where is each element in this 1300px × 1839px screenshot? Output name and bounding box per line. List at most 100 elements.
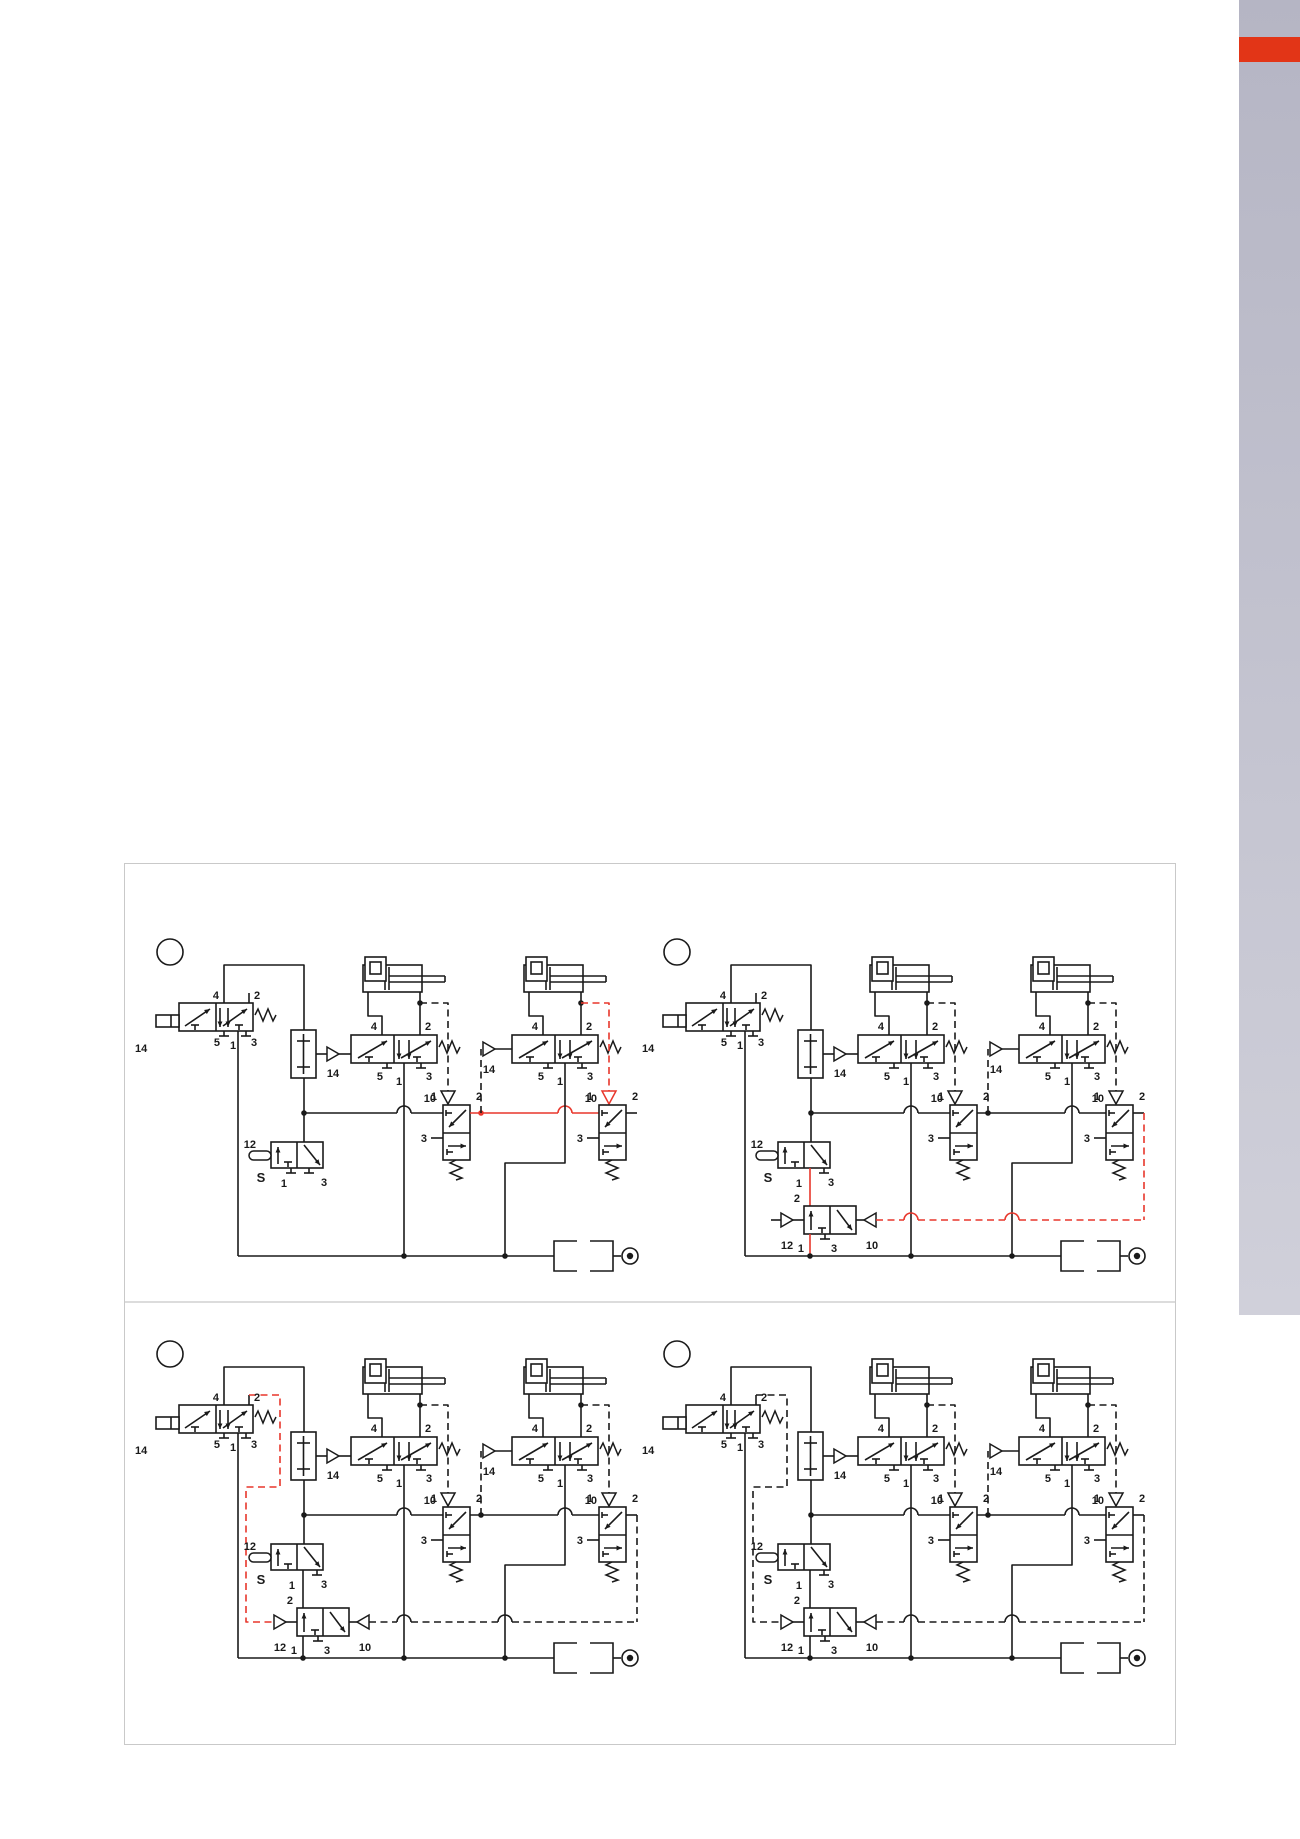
svg-text:1: 1: [798, 1243, 804, 1255]
svg-text:5: 5: [884, 1473, 890, 1485]
svg-text:3: 3: [426, 1071, 432, 1083]
svg-text:S: S: [764, 1170, 773, 1185]
svg-text:3: 3: [828, 1579, 834, 1591]
svg-text:12: 12: [751, 1541, 763, 1553]
svg-text:1: 1: [396, 1076, 402, 1088]
svg-text:1: 1: [938, 1493, 944, 1505]
svg-text:2: 2: [586, 1423, 592, 1435]
svg-text:3: 3: [828, 1177, 834, 1189]
svg-text:2: 2: [794, 1193, 800, 1205]
svg-text:2: 2: [794, 1595, 800, 1607]
panel-divider-line: [125, 1301, 1175, 1303]
svg-text:12: 12: [244, 1541, 256, 1553]
svg-text:5: 5: [1045, 1071, 1051, 1083]
svg-text:3: 3: [928, 1133, 934, 1145]
svg-text:3: 3: [324, 1645, 330, 1657]
svg-text:4: 4: [371, 1423, 378, 1435]
svg-text:4: 4: [1039, 1423, 1046, 1435]
svg-text:1: 1: [431, 1493, 437, 1505]
svg-text:3: 3: [831, 1243, 837, 1255]
svg-text:2: 2: [254, 990, 260, 1002]
svg-text:2: 2: [983, 1091, 989, 1103]
option-circle: [156, 1340, 184, 1368]
svg-text:12: 12: [244, 1139, 256, 1151]
svg-text:S: S: [257, 1170, 266, 1185]
svg-text:3: 3: [577, 1133, 583, 1145]
svg-text:1: 1: [737, 1442, 743, 1454]
svg-text:5: 5: [214, 1037, 220, 1049]
svg-text:1: 1: [1094, 1091, 1100, 1103]
svg-text:3: 3: [933, 1473, 939, 1485]
svg-text:14: 14: [483, 1466, 496, 1478]
svg-text:10: 10: [931, 1093, 943, 1105]
svg-text:1: 1: [396, 1478, 402, 1490]
svg-text:2: 2: [932, 1021, 938, 1033]
svg-text:S: S: [764, 1572, 773, 1587]
svg-text:3: 3: [321, 1177, 327, 1189]
svg-text:3: 3: [251, 1037, 257, 1049]
svg-text:4: 4: [878, 1423, 885, 1435]
svg-text:1: 1: [903, 1076, 909, 1088]
svg-text:10: 10: [585, 1093, 597, 1105]
svg-text:14: 14: [990, 1064, 1003, 1076]
svg-text:5: 5: [377, 1473, 383, 1485]
svg-text:2: 2: [1093, 1021, 1099, 1033]
svg-text:1: 1: [557, 1076, 563, 1088]
svg-text:4: 4: [213, 990, 220, 1002]
svg-text:4: 4: [720, 1392, 727, 1404]
svg-text:3: 3: [587, 1071, 593, 1083]
svg-text:5: 5: [884, 1071, 890, 1083]
svg-text:5: 5: [214, 1439, 220, 1451]
svg-text:2: 2: [1139, 1493, 1145, 1505]
svg-text:1: 1: [737, 1040, 743, 1052]
svg-text:5: 5: [721, 1037, 727, 1049]
svg-text:1: 1: [1094, 1493, 1100, 1505]
svg-text:4: 4: [532, 1423, 539, 1435]
svg-text:1: 1: [230, 1442, 236, 1454]
svg-text:14: 14: [483, 1064, 496, 1076]
svg-text:1: 1: [903, 1478, 909, 1490]
svg-text:2: 2: [586, 1021, 592, 1033]
svg-text:4: 4: [878, 1021, 885, 1033]
svg-text:S: S: [257, 1572, 266, 1587]
option-circle: [663, 1340, 691, 1368]
svg-text:14: 14: [834, 1470, 847, 1482]
sidebar-gradient-column: [1239, 0, 1300, 1315]
svg-text:2: 2: [425, 1021, 431, 1033]
svg-text:3: 3: [758, 1439, 764, 1451]
svg-text:12: 12: [751, 1139, 763, 1151]
svg-text:2: 2: [476, 1493, 482, 1505]
svg-text:1: 1: [230, 1040, 236, 1052]
svg-text:14: 14: [135, 1043, 148, 1055]
svg-text:10: 10: [585, 1495, 597, 1507]
svg-text:10: 10: [866, 1642, 878, 1654]
svg-text:3: 3: [1084, 1535, 1090, 1547]
svg-text:1: 1: [289, 1580, 295, 1592]
svg-text:3: 3: [577, 1535, 583, 1547]
svg-text:5: 5: [721, 1439, 727, 1451]
svg-text:3: 3: [426, 1473, 432, 1485]
svg-text:2: 2: [287, 1595, 293, 1607]
svg-text:2: 2: [476, 1091, 482, 1103]
svg-text:1: 1: [798, 1645, 804, 1657]
svg-text:14: 14: [327, 1470, 340, 1482]
svg-text:1: 1: [587, 1091, 593, 1103]
svg-text:2: 2: [983, 1493, 989, 1505]
svg-text:3: 3: [831, 1645, 837, 1657]
svg-text:2: 2: [632, 1091, 638, 1103]
svg-text:3: 3: [933, 1071, 939, 1083]
svg-text:3: 3: [587, 1473, 593, 1485]
svg-text:2: 2: [425, 1423, 431, 1435]
svg-text:1: 1: [557, 1478, 563, 1490]
svg-text:4: 4: [720, 990, 727, 1002]
svg-text:1: 1: [796, 1178, 802, 1190]
svg-text:14: 14: [642, 1043, 655, 1055]
svg-text:1: 1: [796, 1580, 802, 1592]
svg-text:3: 3: [421, 1535, 427, 1547]
svg-text:5: 5: [1045, 1473, 1051, 1485]
svg-text:10: 10: [424, 1495, 436, 1507]
